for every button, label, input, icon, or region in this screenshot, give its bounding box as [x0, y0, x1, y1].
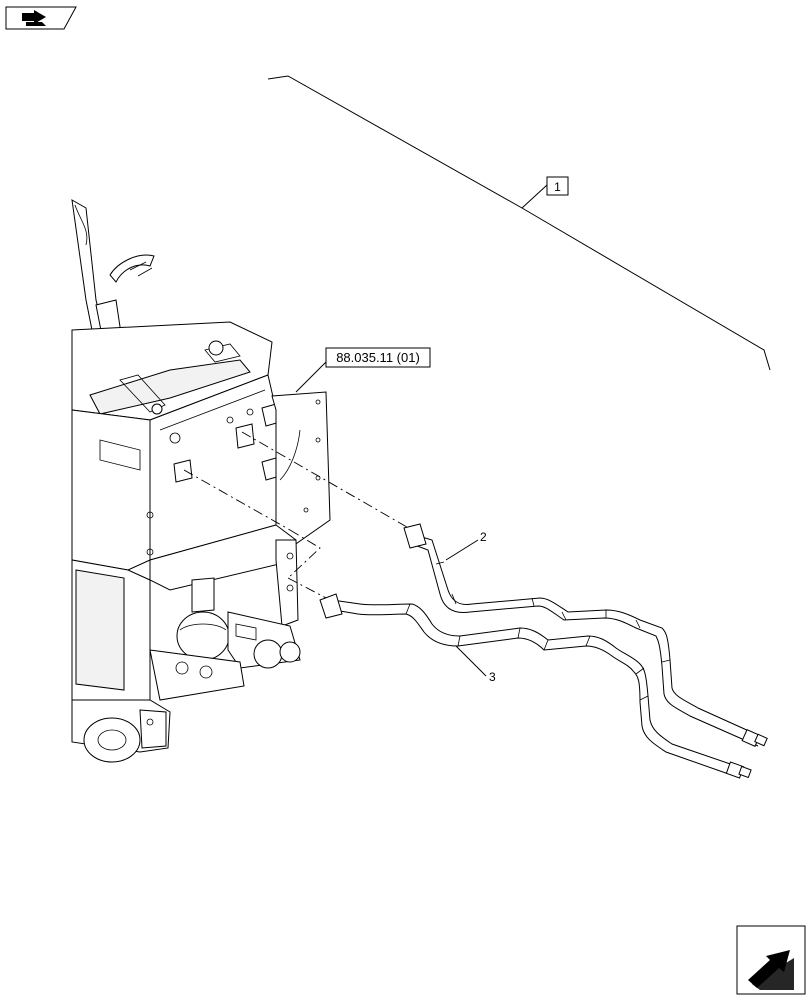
callout-2[interactable]: 2: [445, 530, 487, 561]
callout-2-label: 2: [480, 530, 487, 544]
book-arrow-icon[interactable]: [5, 6, 77, 30]
pipe-3[interactable]: [319, 593, 752, 779]
next-page-arrow-icon[interactable]: [736, 925, 806, 995]
callout-3[interactable]: 3: [455, 645, 496, 684]
tractor-frame-drawing: [71, 199, 331, 763]
callout-3-label: 3: [489, 670, 496, 684]
callout-1-label: 1: [554, 180, 561, 194]
reference-label: 88.035.11 (01): [336, 350, 420, 365]
assembly-bracket: [267, 75, 771, 371]
pipe-2[interactable]: [403, 523, 768, 747]
callout-1[interactable]: 1: [546, 176, 569, 196]
reference-box[interactable]: 88.035.11 (01): [295, 347, 431, 393]
connection-lines: [183, 431, 413, 601]
